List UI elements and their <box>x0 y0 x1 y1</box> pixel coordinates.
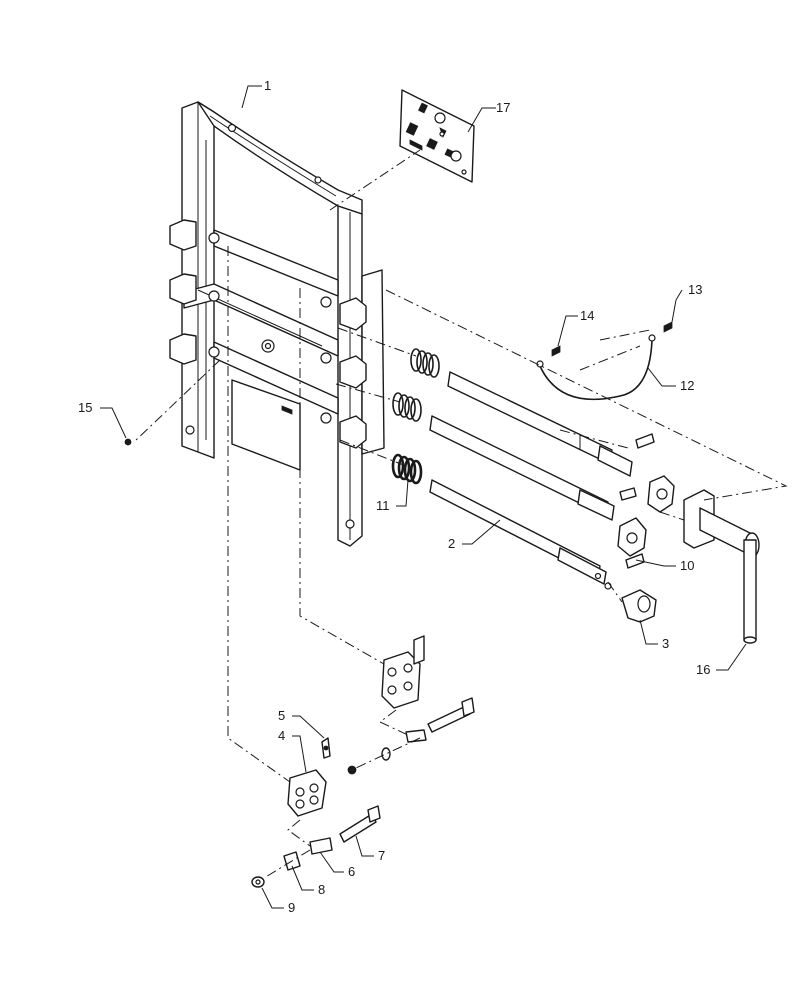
handle-part[interactable] <box>683 489 760 644</box>
nut-part[interactable] <box>251 876 265 888</box>
bolt-upper[interactable] <box>405 697 475 743</box>
screw-15[interactable] <box>124 438 132 446</box>
callout-7: 7 <box>378 848 385 863</box>
gear-upper[interactable] <box>647 475 675 513</box>
callout-10: 10 <box>680 558 694 573</box>
callout-12: 12 <box>680 378 694 393</box>
callout-labels: 1 17 13 14 12 15 11 2 10 3 16 5 4 7 6 8 … <box>78 78 710 915</box>
leader-lines <box>100 85 747 909</box>
callout-15: 15 <box>78 400 92 415</box>
callout-11: 11 <box>376 498 390 513</box>
callout-8: 8 <box>318 882 325 897</box>
callout-2: 2 <box>448 536 455 551</box>
callout-14: 14 <box>580 308 594 323</box>
washer-upper[interactable] <box>347 747 391 775</box>
callout-4: 4 <box>278 728 285 743</box>
bolt-lower[interactable] <box>339 805 381 843</box>
screw-13[interactable] <box>663 321 673 333</box>
callout-6: 6 <box>348 864 355 879</box>
pin-part[interactable] <box>321 737 331 759</box>
callout-1: 1 <box>264 78 271 93</box>
clamp-upper[interactable] <box>381 635 425 709</box>
callout-16: 16 <box>696 662 710 677</box>
spacer-part[interactable] <box>309 837 333 855</box>
spring-part[interactable] <box>391 348 440 485</box>
callout-13: 13 <box>688 282 702 297</box>
decal-part[interactable] <box>399 89 475 183</box>
callout-9: 9 <box>288 900 295 915</box>
callout-17: 17 <box>496 100 510 115</box>
rod-upper[interactable] <box>447 371 633 477</box>
cable-part[interactable] <box>536 334 656 401</box>
rod-shaft-part[interactable] <box>429 479 612 590</box>
screw-14[interactable] <box>551 345 561 357</box>
assembly-lines <box>133 149 788 879</box>
cam-part[interactable] <box>621 589 657 623</box>
frame-part[interactable] <box>169 101 385 547</box>
gear-lower[interactable] <box>617 517 647 557</box>
clamp-lower[interactable] <box>287 769 327 817</box>
callout-3: 3 <box>662 636 669 651</box>
callout-5: 5 <box>278 708 285 723</box>
rod-middle[interactable] <box>429 415 615 521</box>
